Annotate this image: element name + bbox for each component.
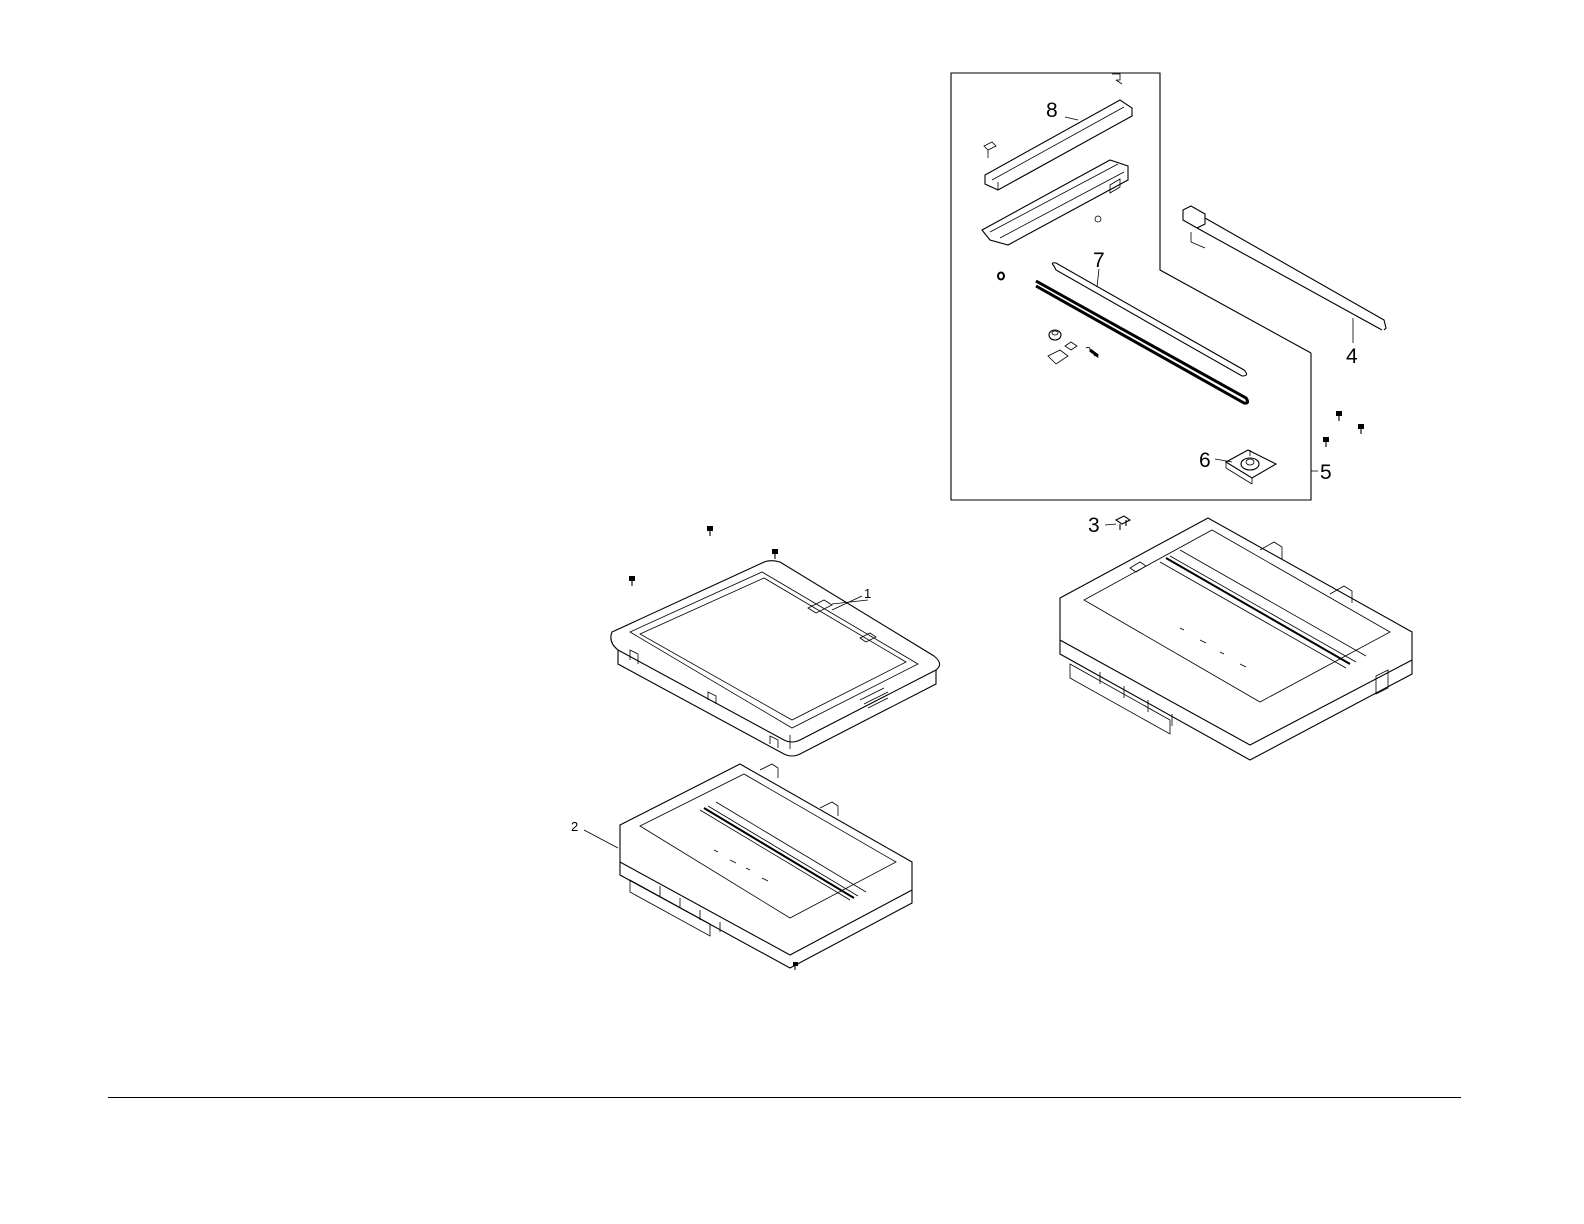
callout-4: 4 bbox=[1346, 345, 1358, 368]
footer-rule bbox=[108, 1097, 1461, 1098]
part-8-carriage-cover bbox=[984, 74, 1132, 190]
callout-6: 6 bbox=[1199, 449, 1211, 472]
part-1-scanner-top-frame bbox=[611, 561, 940, 756]
part-6-scan-motor bbox=[1226, 450, 1276, 484]
callout-3: 3 bbox=[1088, 514, 1100, 537]
callout-7: 7 bbox=[1093, 249, 1105, 272]
part-3-scanner-base-assembly bbox=[1060, 518, 1412, 760]
washer-left bbox=[998, 273, 1004, 280]
callout-8: 8 bbox=[1046, 99, 1058, 122]
part-7-drive-belt bbox=[1036, 263, 1248, 403]
callout-1: 1 bbox=[864, 586, 871, 601]
part-4-flat-cable bbox=[1183, 206, 1386, 330]
part-8-carriage-bracket bbox=[982, 160, 1128, 245]
screw-group-5 bbox=[1323, 411, 1364, 447]
callout-5: 5 bbox=[1320, 461, 1332, 484]
callout-labels: 1 2 3 4 5 6 7 8 bbox=[571, 99, 1358, 834]
detail-inset-box bbox=[951, 73, 1311, 500]
screw-part-2 bbox=[793, 962, 798, 970]
screw-group-1 bbox=[629, 526, 778, 586]
part-3-clip bbox=[1116, 516, 1130, 530]
part-2-scanner-base bbox=[620, 764, 912, 968]
part-idler-pulley bbox=[1048, 330, 1098, 364]
callout-2: 2 bbox=[571, 819, 578, 834]
